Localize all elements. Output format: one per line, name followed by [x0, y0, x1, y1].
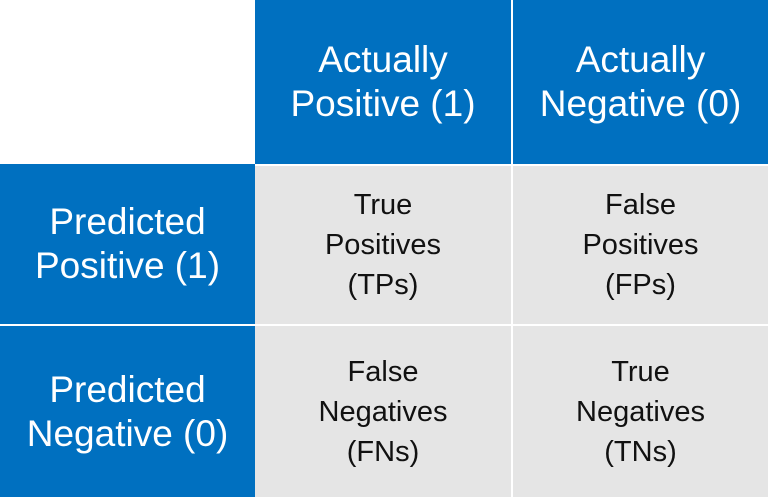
column-header-line1: Actually	[318, 39, 448, 80]
cell-line2: Positives	[582, 229, 699, 261]
row-header-predicted-positive: Predicted Positive (1)	[0, 164, 255, 324]
cell-line1: True	[353, 189, 413, 221]
cell-false-positives: False Positives (FPs)	[511, 164, 768, 324]
cell-line2: Negatives	[576, 395, 705, 428]
cell-line3: (TPs)	[347, 269, 419, 301]
column-header-line1: Actually	[575, 39, 706, 80]
cell-true-negatives: True Negatives (TNs)	[511, 324, 768, 497]
row-header-line2: Positive (1)	[34, 245, 221, 286]
column-header-line2: Negative (0)	[539, 83, 742, 124]
column-header-actually-positive: Actually Positive (1)	[255, 0, 511, 164]
row-header-line1: Predicted	[49, 201, 206, 242]
corner-blank	[0, 0, 255, 164]
row-header-line2: Negative (0)	[26, 412, 229, 454]
row-header-predicted-negative: Predicted Negative (0)	[0, 324, 255, 497]
cell-line1: False	[605, 189, 676, 221]
cell-line3: (FNs)	[346, 435, 420, 468]
cell-line1: False	[347, 355, 419, 388]
cell-line3: (TNs)	[604, 435, 677, 468]
cell-false-negatives: False Negatives (FNs)	[255, 324, 511, 497]
row-header-line1: Predicted	[49, 368, 206, 410]
cell-line2: Positives	[324, 229, 442, 261]
column-header-actually-negative: Actually Negative (0)	[511, 0, 768, 164]
cell-line1: True	[611, 355, 670, 388]
cell-true-positives: True Positives (TPs)	[255, 164, 511, 324]
column-header-line2: Positive (1)	[290, 83, 476, 124]
cell-line3: (FPs)	[605, 269, 676, 301]
cell-line2: Negatives	[318, 395, 448, 428]
